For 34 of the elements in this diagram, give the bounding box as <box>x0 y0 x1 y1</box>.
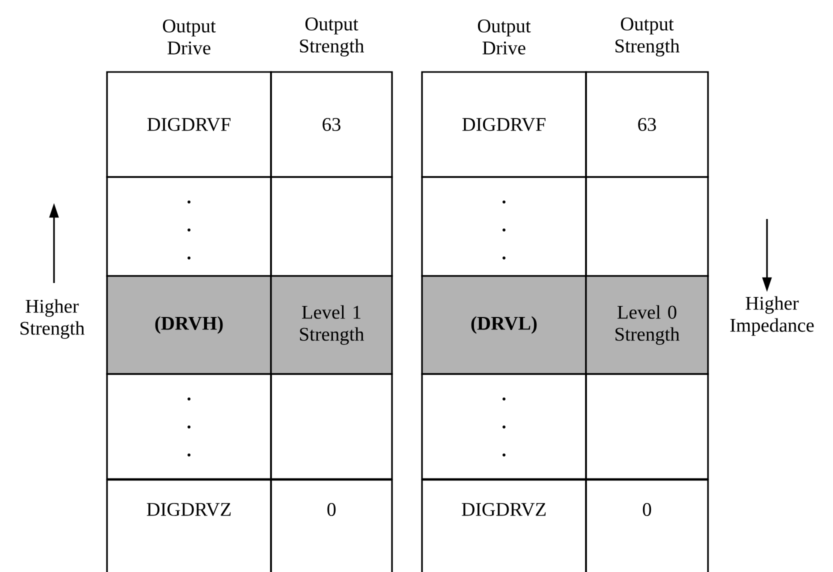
table-cell <box>421 373 587 480</box>
node-label: DIGDRVF <box>462 118 546 132</box>
table-cell <box>585 275 709 375</box>
table-cell <box>421 71 587 178</box>
table-cell <box>421 275 587 375</box>
table-cell <box>106 373 272 480</box>
table-cell <box>421 479 587 572</box>
side-label: Higher Strength <box>20 299 85 339</box>
node-label: Level 1 Strength <box>300 305 364 345</box>
column-header: Output Drive <box>162 20 216 54</box>
table-cell <box>270 71 393 178</box>
table-cell <box>106 479 272 572</box>
node-label: 0 <box>327 502 336 516</box>
table-cell <box>106 275 272 375</box>
table-cell <box>585 373 709 480</box>
table-cell <box>270 275 393 375</box>
column-header: Output Strength <box>300 18 364 56</box>
table-cell <box>270 373 393 480</box>
side-label: Higher Impedance <box>730 296 814 336</box>
node-label: 63 <box>322 118 340 131</box>
node-label: Level 0 Strength <box>616 305 680 345</box>
table-cell <box>585 71 709 178</box>
node-label: DIGDRVF <box>147 118 230 132</box>
node-label: (DRVL) <box>471 316 537 334</box>
table-cell <box>106 71 272 178</box>
node-label: DIGDRVZ <box>462 502 546 516</box>
node-label: 0 <box>642 502 652 516</box>
node-label: DIGDRVZ <box>146 502 231 516</box>
table-cell <box>585 479 709 572</box>
node-label: (DRVH) <box>155 316 223 334</box>
column-header: Output Drive <box>478 20 531 54</box>
column-header: Output Strength <box>616 18 680 56</box>
table-cell <box>270 479 393 572</box>
node-label: 63 <box>638 118 656 131</box>
